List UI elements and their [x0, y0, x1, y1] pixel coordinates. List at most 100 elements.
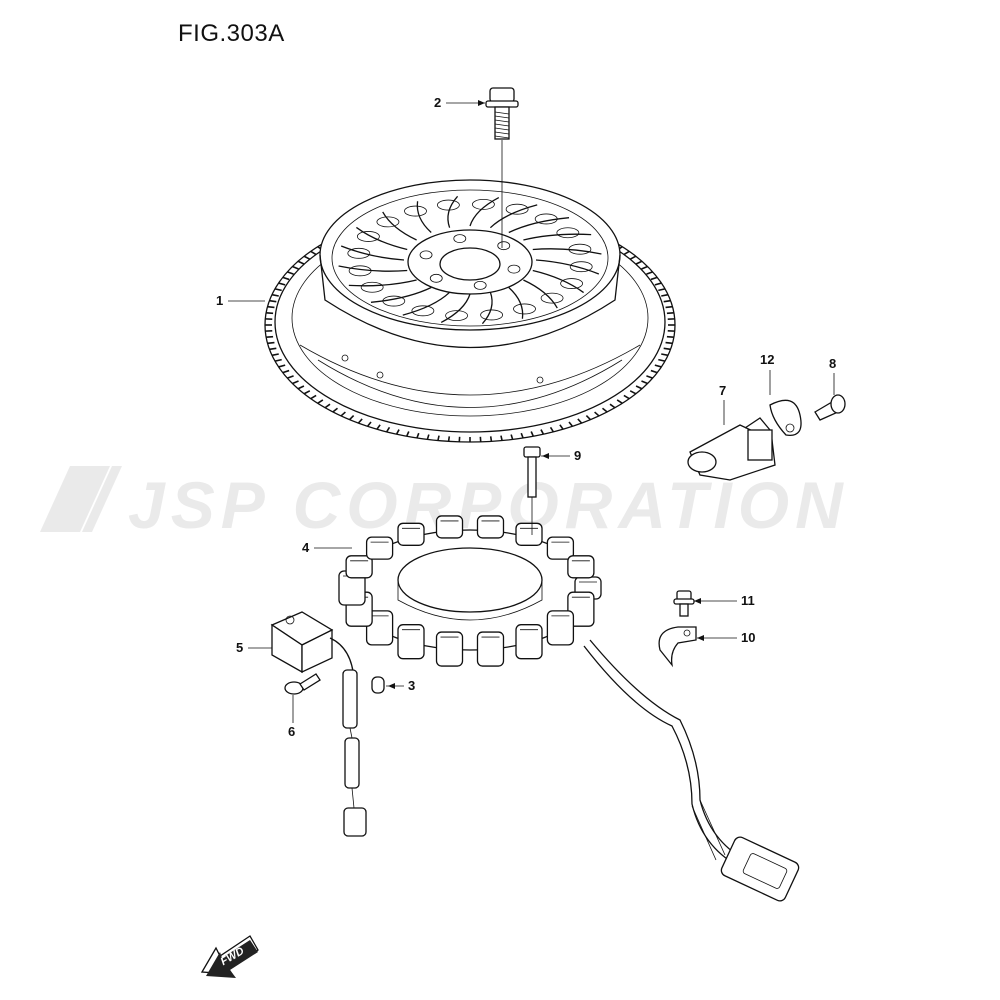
gear-tooth [292, 265, 299, 270]
figure-title: FIG.303A [178, 20, 285, 47]
gear-tooth [357, 418, 363, 424]
gear-tooth [269, 299, 277, 303]
gear-tooth [666, 311, 674, 315]
fin [416, 201, 432, 233]
position-sensor[interactable] [687, 417, 776, 481]
fin-slot [360, 281, 384, 293]
gear-tooth [405, 431, 410, 437]
flywheel-bolt[interactable] [485, 87, 519, 140]
bolt-shank [527, 456, 537, 498]
bolt-thread [494, 111, 510, 139]
stator-winding [435, 515, 464, 539]
stator-winding [476, 631, 505, 667]
pulser-lead [342, 669, 358, 729]
gear-tooth [266, 335, 274, 339]
stator-connector [720, 836, 800, 902]
callout-7: 7 [719, 383, 726, 425]
gear-tooth [271, 293, 279, 297]
stator-harness[interactable] [583, 639, 801, 903]
gear-tooth [395, 429, 400, 435]
fin-slot [472, 199, 495, 210]
gear-tooth [303, 255, 311, 260]
sensor-seal[interactable] [769, 399, 802, 436]
flywheel-rotor[interactable] [264, 179, 676, 443]
fin [532, 248, 602, 255]
thread-line [494, 135, 510, 139]
fin [338, 265, 408, 272]
gear-tooth [292, 380, 299, 385]
gear-tooth [629, 390, 637, 395]
gear-tooth [489, 436, 493, 442]
hub-hole [453, 234, 467, 243]
wire-clamp[interactable] [658, 626, 697, 668]
sensor-bolt[interactable] [814, 394, 846, 421]
flywheel-cup-wall [319, 254, 621, 349]
callout-3: 3 [386, 678, 415, 693]
fin [447, 195, 459, 228]
gear-tooth [661, 353, 669, 357]
timing-mark [376, 371, 384, 379]
stator-coil[interactable] [338, 515, 602, 667]
gear-tooth [437, 435, 440, 441]
gear-tooth [385, 426, 391, 433]
fin [370, 286, 432, 303]
gear-tooth [623, 250, 630, 256]
gear-tooth [520, 432, 524, 439]
fin [532, 269, 584, 294]
sensor-tip [687, 451, 717, 473]
gear-tooth [278, 364, 286, 368]
gear-tooth [559, 424, 564, 430]
stator-windings [338, 515, 602, 667]
stator-winding [546, 536, 575, 560]
callout-12: 12 [760, 352, 774, 395]
pulser-coil[interactable] [270, 611, 367, 837]
fin-slot [404, 205, 427, 217]
fwd-arrow-icon: FWD [200, 935, 259, 978]
svg-text:11: 11 [741, 593, 755, 608]
fin-slot [356, 231, 380, 242]
gear-tooth [271, 353, 279, 357]
stator-winding [476, 515, 505, 539]
fin [508, 217, 570, 234]
fin [402, 291, 451, 316]
stator-winding [435, 631, 464, 667]
gear-tooth [500, 435, 503, 441]
fin-slot [382, 295, 406, 307]
fin-slot [556, 227, 580, 239]
pulser-screw[interactable] [284, 673, 321, 695]
fin [340, 245, 405, 261]
gear-tooth [623, 394, 630, 400]
fin [489, 204, 538, 229]
gear-tooth [317, 399, 324, 404]
fin [481, 292, 493, 325]
callout-8: 8 [829, 356, 836, 395]
clamp-bolt[interactable] [673, 590, 695, 617]
gear-tooth [650, 276, 658, 281]
fin [356, 226, 408, 251]
gear-tooth [376, 424, 381, 430]
fin [523, 279, 558, 309]
gear-tooth [282, 276, 290, 281]
callout-6: 6 [288, 695, 295, 739]
thread-line [494, 111, 510, 115]
bolt-shank [494, 106, 510, 140]
flywheel-hub-bore [439, 247, 501, 281]
gear-tooth [340, 411, 346, 417]
dowel-pin[interactable] [371, 676, 385, 694]
fin-slot [348, 265, 372, 277]
gear-tooth [601, 407, 608, 413]
callout-4: 4 [302, 540, 352, 555]
gear-tooth [324, 403, 331, 409]
stator-winding [365, 610, 394, 646]
gear-tooth [267, 341, 275, 345]
stator-winding [546, 610, 575, 646]
svg-text:1: 1 [216, 293, 223, 308]
gear-tooth [549, 426, 555, 433]
gear-tooth [609, 403, 616, 409]
gear-tooth [540, 429, 545, 435]
gear-tooth [646, 271, 653, 275]
gear-tooth [310, 250, 317, 256]
gear-tooth [658, 358, 666, 362]
gear-tooth [332, 407, 339, 413]
